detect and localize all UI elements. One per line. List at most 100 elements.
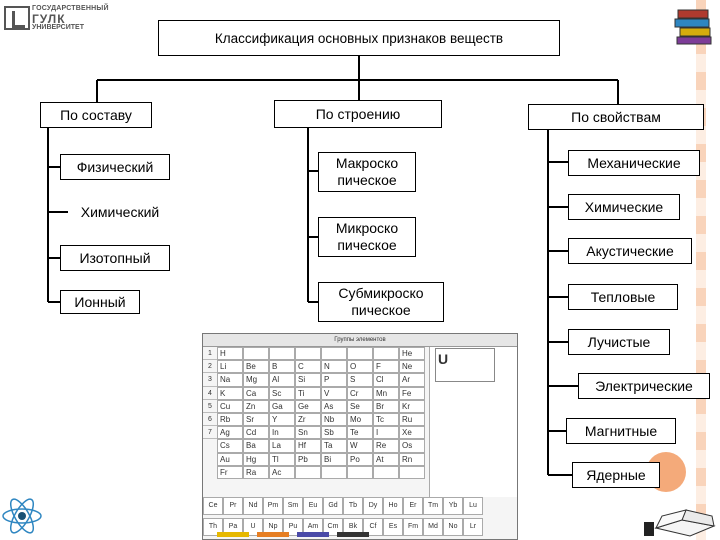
element-cell: At [373,452,399,466]
f-element-cell: Tb [343,497,363,515]
element-cell: Ta [321,439,347,453]
f-element-cell: Nd [243,497,263,515]
f-element-cell: Sm [283,497,303,515]
element-cell: Ac [269,465,295,479]
element-cell: Fr [217,465,243,479]
f-element-cell: Yb [443,497,463,515]
period-label: 2 [203,360,217,374]
element-cell: O [347,360,373,374]
element-cell: Li [217,360,243,374]
element-cell: Re [373,439,399,453]
element-cell: Hg [243,452,269,466]
colorbar-swatch [297,532,329,537]
f-element-cell: Ce [203,497,223,515]
f-element-cell: Dy [363,497,383,515]
open-book-icon [644,509,716,537]
element-cell: Ti [295,386,321,400]
f-element-cell: Md [423,518,443,536]
element-cell: Zn [243,399,269,413]
item-macroscopic: Макроско пическое [318,152,416,192]
f-element-cell: Ho [383,497,403,515]
f-element-cell: Cf [363,518,383,536]
element-cell: V [321,386,347,400]
element-cell: Ar [399,373,425,387]
element-cell: Sn [295,426,321,440]
period-label: 1 [203,347,217,361]
element-cell: Si [295,373,321,387]
element-cell: Na [217,373,243,387]
element-cell [347,465,373,479]
element-cell: C [295,360,321,374]
f-element-cell: Pu [283,518,303,536]
item-mechanical: Механические [568,150,700,176]
element-cell: Rb [217,412,243,427]
element-cell [321,465,347,479]
element-cell: Mn [373,386,399,400]
element-cell: He [399,347,425,361]
books-icon [674,9,712,45]
element-cell: Cu [217,399,243,413]
logo-line3: УНИВЕРСИТЕТ [32,24,84,31]
element-cell: Os [399,439,425,453]
item-physical: Физический [60,154,170,180]
element-cell: Ru [399,412,425,427]
element-cell: Rn [399,452,425,466]
logo-line2: ГУЛК [32,12,66,26]
element-cell: Tl [269,452,295,466]
element-cell: Ba [243,439,269,453]
element-cell: Cd [243,426,269,440]
f-element-cell: Tm [423,497,443,515]
element-cell: La [269,439,295,453]
element-cell: Al [269,373,295,387]
item-magnetic: Магнитные [566,418,676,444]
element-cell: Po [347,452,373,466]
element-cell [373,465,399,479]
element-cell: I [373,426,399,440]
periodic-table-side [429,347,517,497]
f-element-cell: U [243,518,263,536]
element-cell: Cr [347,386,373,400]
period-label: 3 [203,373,217,387]
element-cell: Bi [321,452,347,466]
f-element-cell: Eu [303,497,323,515]
element-cell: Tc [373,412,399,427]
item-thermal: Тепловые [568,284,678,310]
element-cell: Sc [269,386,295,400]
decorative-stripe [696,0,706,540]
element-cell: Ca [243,386,269,400]
element-cell: Cs [217,439,243,453]
f-element-cell: Fm [403,518,423,536]
element-cell: Nb [321,412,347,427]
periodic-table-legend: U [435,348,495,382]
f-element-cell: Gd [323,497,343,515]
period-label: 4 [203,387,217,400]
element-cell: Ne [399,360,425,374]
university-logo: ГОСУДАРСТВЕННЫЙ ГУЛК УНИВЕРСИТЕТ [4,4,109,34]
element-cell: Zr [295,412,321,427]
element-cell: Fe [399,386,425,400]
legend-element: U [438,351,449,367]
element-cell [347,347,373,361]
element-cell [373,347,399,361]
element-cell: S [347,373,373,387]
category-properties: По свойствам [528,104,704,130]
item-isotopic: Изотопный [60,245,170,271]
element-cell: H [217,347,243,361]
element-cell: In [269,426,295,440]
element-cell [243,347,269,361]
element-cell: Ga [269,399,295,413]
element-cell: Ge [295,399,321,413]
periodic-table-colorbar [217,532,369,537]
item-microscopic: Микроско пическое [318,217,416,257]
colorbar-swatch [217,532,249,537]
f-element-cell: Cm [323,518,343,536]
element-cell: Sr [243,412,269,427]
element-cell [295,465,321,479]
periodic-table-header: Группы элементов [203,334,517,347]
period-label: 7 [203,426,217,440]
f-element-cell: Lr [463,518,483,536]
element-cell: Hf [295,439,321,453]
